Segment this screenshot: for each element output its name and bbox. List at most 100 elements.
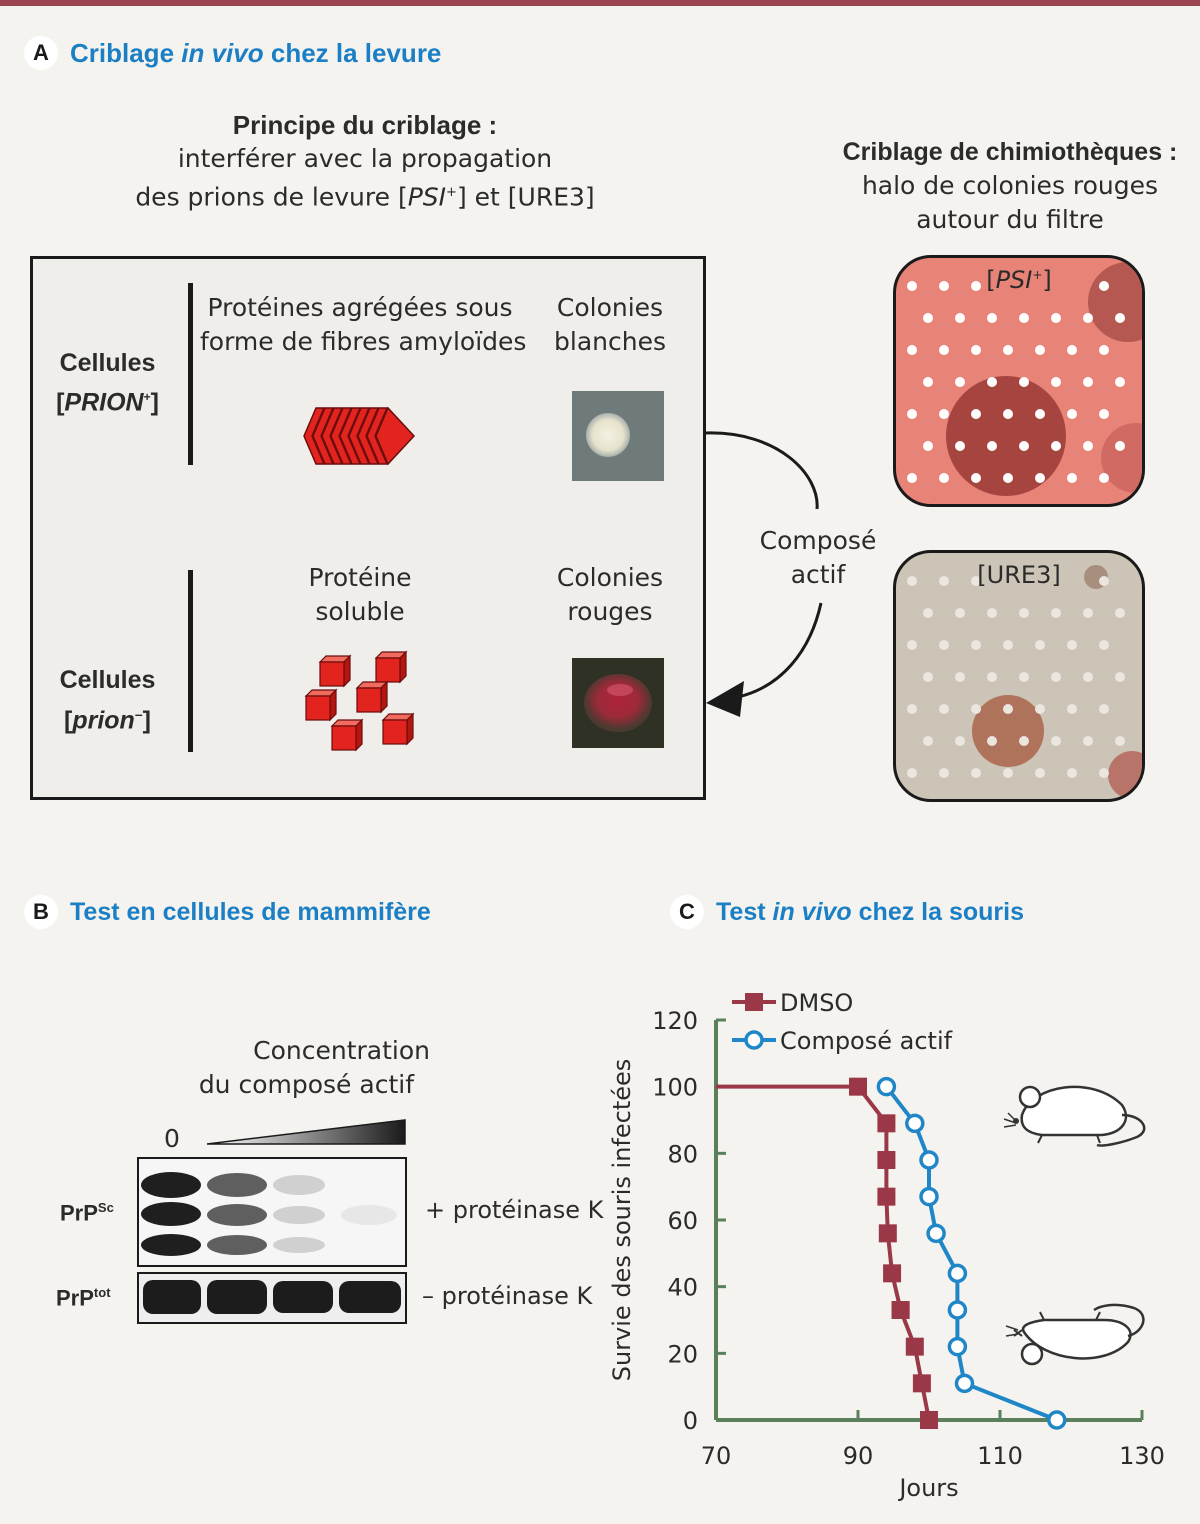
- filter-dot: [907, 768, 917, 778]
- x-tick-label: 130: [1119, 1442, 1165, 1470]
- data-point-circle: [1047, 1410, 1067, 1430]
- y-tick-label: 0: [683, 1407, 698, 1435]
- data-point-square: [878, 1224, 897, 1243]
- panel-a-title: A Criblage in vivo chez la levure: [24, 36, 441, 70]
- filter-dot: [1083, 608, 1093, 618]
- filter-dot: [939, 281, 949, 291]
- filter-dot: [1019, 313, 1029, 323]
- data-point-square: [849, 1077, 867, 1096]
- principle-line1: interférer avec la propagation: [177, 144, 553, 173]
- filter-dot: [1035, 409, 1045, 419]
- filter-dot: [1115, 672, 1125, 682]
- curved-arrow-icon: [705, 431, 823, 717]
- filter-dot: [1083, 736, 1093, 746]
- filter-dot: [907, 473, 917, 483]
- principle-line2: des prions de levure [PSI+] et [URE3]: [135, 182, 595, 212]
- filter-dot: [1099, 704, 1109, 714]
- filter-dot: [1099, 345, 1109, 355]
- panel-a-title-pre: Criblage: [70, 37, 175, 68]
- data-point-square: [877, 1187, 896, 1206]
- concentration-line2: du composé actif: [198, 1070, 414, 1099]
- filter-dot: [1051, 672, 1061, 682]
- data-point-circle: [919, 1186, 939, 1207]
- data-point-circle: [905, 1113, 925, 1134]
- legend-marker: [744, 1030, 764, 1050]
- panel-c-badge: C: [670, 895, 704, 929]
- filter-dot: [939, 640, 949, 650]
- divider-bottom: [188, 570, 193, 752]
- data-point-circle: [947, 1336, 968, 1357]
- filter-dot: [1051, 377, 1061, 387]
- filter-dot: [1003, 409, 1013, 419]
- principle-title: Principe du criblage :: [232, 110, 498, 140]
- top-rule: [0, 0, 1200, 6]
- y-tick-label: 60: [667, 1207, 698, 1235]
- dish-ure3-image: [907, 565, 1142, 799]
- filter-dot: [971, 409, 981, 419]
- filter-dot: [1035, 345, 1045, 355]
- y-tick-label: 20: [667, 1340, 698, 1368]
- filter-dot: [955, 441, 965, 451]
- soluble-line2: soluble: [315, 597, 405, 626]
- filter-dot: [1083, 672, 1093, 682]
- filter-dot: [923, 441, 933, 451]
- filter-dot: [907, 704, 917, 714]
- y-tick-label: 40: [667, 1274, 698, 1302]
- filter-dot: [1115, 736, 1125, 746]
- filter-dot: [907, 640, 917, 650]
- filter-dot: [1019, 736, 1029, 746]
- filter-dot: [907, 576, 917, 586]
- divider-top: [188, 283, 193, 465]
- filter-dot: [923, 608, 933, 618]
- y-tick-label: 100: [652, 1074, 698, 1102]
- filter-dot: [1115, 441, 1125, 451]
- dish-psi-plus: [PSI+]: [893, 255, 1145, 507]
- white-colonies-line1: Colonies: [556, 293, 664, 322]
- panel-c-title-post: chez la souris: [858, 897, 1025, 926]
- data-point-circle: [947, 1263, 968, 1284]
- red-colonies-line1: Colonies: [556, 563, 664, 592]
- aggregated-line1: Protéines agrégées sous: [207, 293, 513, 322]
- data-point-circle: [954, 1373, 975, 1394]
- filter-dot: [955, 313, 965, 323]
- filter-dot: [1035, 473, 1045, 483]
- chem-line1: halo de colonies rouges: [861, 171, 1159, 200]
- data-point-square: [912, 1374, 931, 1393]
- dish-psi-label: [PSI+]: [986, 266, 1052, 294]
- filter-dot: [1099, 473, 1109, 483]
- filter-dot: [1115, 313, 1125, 323]
- data-point-square: [920, 1411, 938, 1429]
- red-colonies-line2: rouges: [567, 597, 653, 626]
- filter-dot: [1083, 377, 1093, 387]
- data-point-circle: [926, 1223, 946, 1244]
- data-point-square: [905, 1337, 924, 1356]
- data-point-circle: [876, 1076, 897, 1097]
- concentration-line1: Concentration: [253, 1036, 430, 1065]
- filter-dot: [1067, 768, 1077, 778]
- dish-ure3-label: [URE3]: [977, 561, 1061, 589]
- white-colonies-line2: blanches: [554, 327, 666, 356]
- filter-dot: [971, 473, 981, 483]
- chem-title: Criblage de chimiothèques :: [842, 138, 1178, 166]
- panel-c-title: C Test in vivo chez la souris: [670, 895, 1024, 929]
- filter-dot: [939, 704, 949, 714]
- filter-dot: [907, 409, 917, 419]
- filter-dot: [971, 345, 981, 355]
- aggregated-line2: forme de fibres amyloïdes: [200, 327, 527, 356]
- western-blot-prptot: [137, 1272, 407, 1324]
- filter-dot: [1099, 768, 1109, 778]
- filter-dot: [1067, 704, 1077, 714]
- filter-dot: [939, 345, 949, 355]
- western-blot-prpsc: [137, 1157, 407, 1267]
- cells-prion-plus-label: Cellules [PRION+]: [56, 349, 159, 417]
- filter-dot: [971, 640, 981, 650]
- filter-dot: [1035, 768, 1045, 778]
- filter-dot: [1099, 640, 1109, 650]
- filter-dot: [971, 704, 981, 714]
- live-mouse-icon: [1003, 1085, 1146, 1147]
- cells-prion-minus-label: Cellules [prion–]: [59, 666, 156, 735]
- y-tick-label: 120: [652, 1007, 698, 1035]
- legend-marker: [745, 993, 763, 1011]
- filter-dot: [971, 281, 981, 291]
